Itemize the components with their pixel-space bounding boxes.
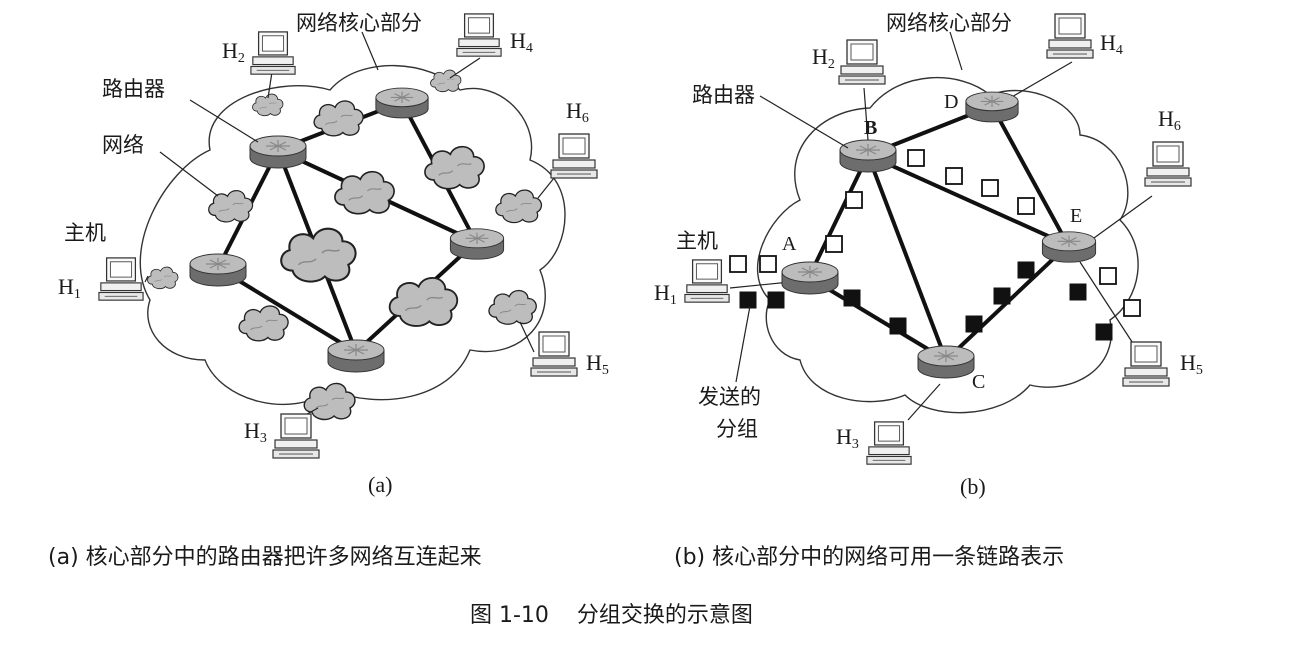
host-label-a: 主机 xyxy=(64,221,106,245)
host-label-h6: H6 xyxy=(566,98,589,126)
figure-caption: 图 1-10 分组交换的示意图 xyxy=(470,603,753,628)
host-icon xyxy=(838,39,886,85)
router-icon xyxy=(965,91,1019,123)
host-label-b: 主机 xyxy=(676,229,718,253)
host-label-h4-b: H4 xyxy=(1100,30,1123,58)
host-label-h3: H3 xyxy=(244,418,267,446)
network-cloud xyxy=(495,189,543,224)
router-icon xyxy=(917,345,975,379)
router-icon xyxy=(839,139,897,173)
panel-label-a: (a) xyxy=(368,472,392,497)
core-label-b: 网络核心部分 xyxy=(886,11,1012,35)
network-cloud xyxy=(238,305,289,342)
network-cloud xyxy=(313,100,364,137)
panel-label-b: (b) xyxy=(960,474,986,499)
router-icon xyxy=(781,261,839,295)
router-icon xyxy=(449,228,505,260)
packets-label-line2: 分组 xyxy=(716,417,758,441)
host-label-h5-b: H5 xyxy=(1180,350,1203,378)
core-outline-b xyxy=(757,76,1139,414)
router-icon xyxy=(375,87,429,119)
host-label-h5: H5 xyxy=(586,350,609,378)
packets-black xyxy=(739,261,1113,341)
network-cloud xyxy=(488,289,537,325)
network-label-a: 网络 xyxy=(102,133,144,157)
host-icon xyxy=(456,13,502,57)
router-label-a: 路由器 xyxy=(102,77,165,101)
core-outline-a xyxy=(139,64,566,406)
router-icon xyxy=(1041,231,1097,263)
network-cloud xyxy=(146,266,179,290)
packets-label-line1: 发送的 xyxy=(698,385,761,409)
host-label-h1-b: H1 xyxy=(654,280,677,308)
network-cloud xyxy=(280,227,357,283)
router-label-b-b: B xyxy=(864,117,877,139)
router-label-e-b: E xyxy=(1070,205,1082,227)
router-label-b: 路由器 xyxy=(692,83,755,107)
network-cloud xyxy=(334,170,395,215)
network-cloud xyxy=(303,382,356,421)
host-label-h1: H1 xyxy=(58,274,81,302)
router-icon xyxy=(327,339,385,373)
host-label-h3-b: H3 xyxy=(836,424,859,452)
router-icon xyxy=(189,253,247,287)
host-icon xyxy=(1046,13,1094,59)
host-icon xyxy=(550,133,598,179)
host-label-h6-b: H6 xyxy=(1158,106,1181,134)
caption-b: (b) 核心部分中的网络可用一条链路表示 xyxy=(674,545,1064,570)
packets-white xyxy=(729,149,1141,317)
host-icon xyxy=(866,421,912,465)
caption-a: (a) 核心部分中的路由器把许多网络互连起来 xyxy=(48,545,482,570)
core-label-a: 网络核心部分 xyxy=(296,11,422,35)
host-icon xyxy=(1144,141,1192,187)
host-icon xyxy=(250,31,296,75)
router-label-a-b: A xyxy=(782,233,797,255)
router-icon xyxy=(249,135,307,169)
host-icon xyxy=(98,257,144,301)
network-cloud xyxy=(424,145,485,190)
network-cloud xyxy=(388,276,459,327)
diagram-a: 网络核心部分 路由器 网络 主机 H2 H4 H6 H1 H5 H3 (a) xyxy=(58,11,609,497)
host-label-h2: H2 xyxy=(222,38,245,66)
host-icon xyxy=(1122,341,1170,387)
host-label-h2-b: H2 xyxy=(812,44,835,72)
router-label-d-b: D xyxy=(944,91,958,113)
host-icon xyxy=(684,259,730,303)
network-cloud xyxy=(208,189,254,223)
host-icon xyxy=(530,331,578,377)
router-label-c-b: C xyxy=(972,371,985,393)
host-label-h4: H4 xyxy=(510,28,533,56)
diagram-b: 网络核心部分 路由器 主机 发送的 分组 A B C D E H2 H4 H6 … xyxy=(654,11,1203,499)
host-icon xyxy=(272,413,320,459)
